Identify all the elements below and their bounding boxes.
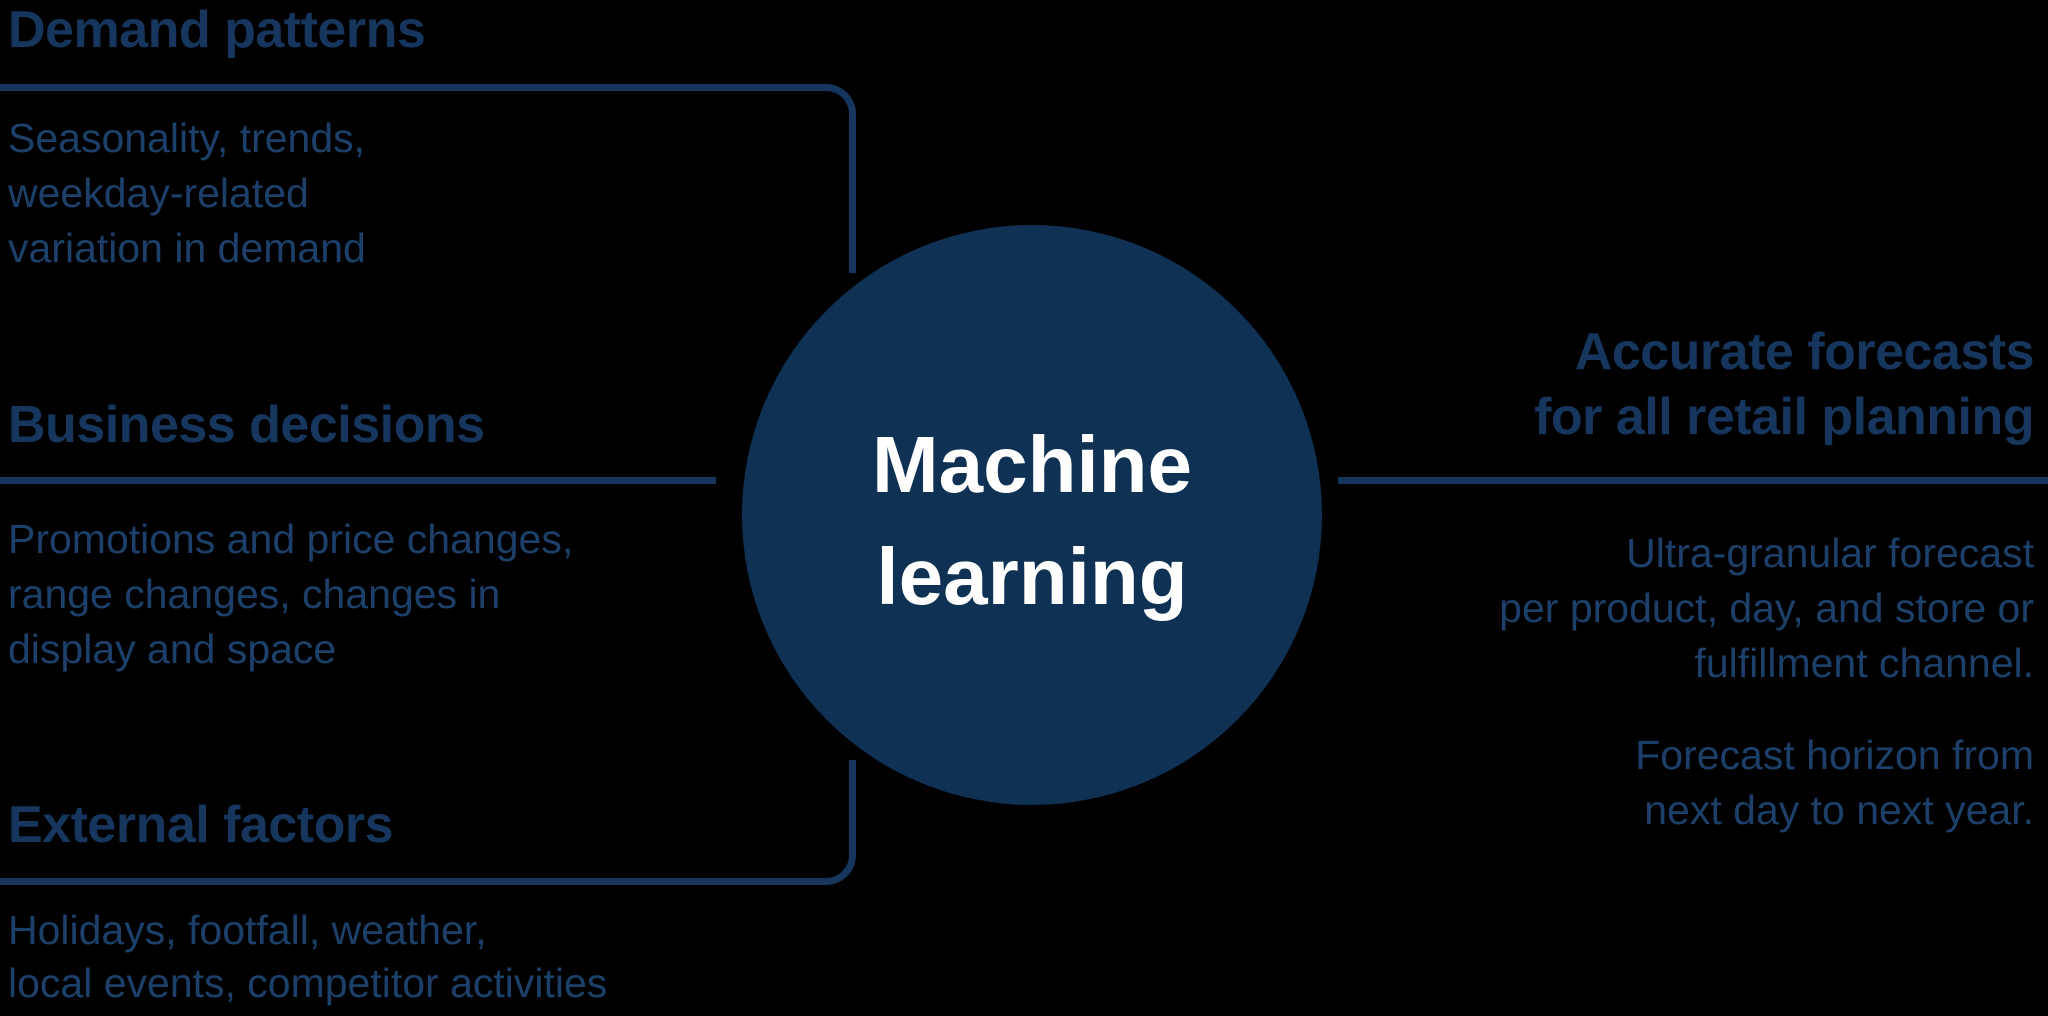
- input-bracket-bottom-line: [0, 760, 856, 885]
- output-section: Accurate forecasts for all retail planni…: [1499, 320, 2034, 838]
- business-decisions-description: Promotions and price changes, range chan…: [8, 516, 574, 672]
- external-factors-description: Holidays, footfall, weather, local event…: [8, 907, 608, 1006]
- demand-patterns-heading: Demand patterns: [8, 1, 426, 59]
- output-connector-line: [1338, 477, 2048, 484]
- external-factors-heading: External factors: [8, 796, 394, 854]
- machine-learning-circle: Machine learning: [742, 225, 1322, 805]
- machine-learning-label: Machine learning: [871, 420, 1193, 621]
- business-decisions-heading: Business decisions: [8, 396, 485, 454]
- input-bracket-top-line: [0, 84, 856, 273]
- forecast-granularity-description: Ultra-granular forecast per product, day…: [1499, 530, 2034, 686]
- business-decisions-connector-line: [0, 477, 716, 484]
- forecast-horizon-description: Forecast horizon from next day to next y…: [1635, 732, 2034, 833]
- demand-patterns-description: Seasonality, trends, weekday-related var…: [8, 115, 366, 271]
- accurate-forecasts-heading: Accurate forecasts for all retail planni…: [1534, 323, 2034, 446]
